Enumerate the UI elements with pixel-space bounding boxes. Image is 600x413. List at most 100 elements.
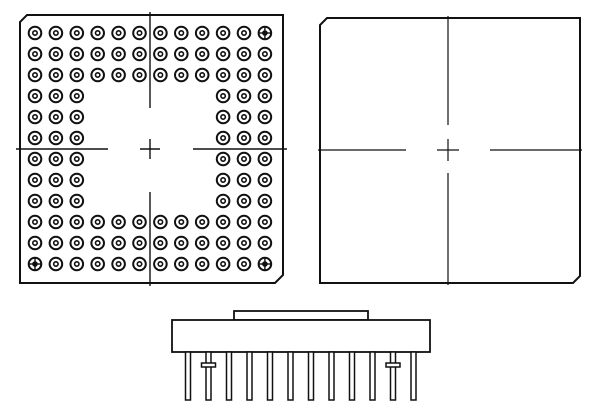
pin-contact — [27, 151, 43, 167]
pin-contact — [111, 214, 126, 230]
keyed-pin — [257, 256, 273, 272]
pin-contact — [257, 151, 273, 167]
pin-contact — [69, 130, 85, 146]
pin-contact — [257, 88, 273, 104]
pin-contact — [48, 235, 64, 251]
pin-contact — [257, 109, 273, 125]
pin-contact — [174, 46, 189, 62]
pin-contact — [174, 25, 189, 41]
pin-contact — [236, 151, 252, 167]
pin-contact — [153, 235, 168, 251]
pin-contact — [90, 214, 105, 230]
pin-contact — [257, 172, 273, 188]
pin-contact — [27, 193, 43, 209]
keyed-pin — [27, 256, 43, 272]
pin-contact — [111, 67, 126, 83]
pin-contact — [111, 25, 126, 41]
pin-contact — [48, 256, 64, 272]
pin-contact — [236, 172, 252, 188]
pin-contact — [132, 67, 147, 83]
lead — [307, 351, 315, 401]
lead — [287, 351, 294, 401]
pin-contact — [257, 193, 273, 209]
pin-contact — [215, 109, 231, 125]
body-side-view — [318, 16, 582, 285]
pin-contact — [215, 25, 231, 41]
pin-contact — [153, 256, 168, 272]
pin-contact — [69, 151, 85, 167]
pin-contact — [27, 25, 43, 41]
pin-contact — [48, 46, 64, 62]
pin-contact — [257, 67, 273, 83]
pin-contact — [27, 46, 43, 62]
standoff — [385, 362, 401, 368]
lead — [225, 351, 233, 401]
pin-contact — [111, 235, 126, 251]
pin-contact — [215, 130, 231, 146]
pin-contact — [27, 172, 43, 188]
pin-contact — [194, 235, 210, 251]
pin-contact — [132, 214, 147, 230]
pin-contact — [48, 109, 64, 125]
pin-contact — [132, 256, 147, 272]
socket-body — [171, 319, 431, 353]
pin-contact — [236, 130, 252, 146]
pin-contact — [27, 235, 43, 251]
pin-contact — [236, 256, 252, 272]
pin-contact — [69, 25, 85, 41]
pin-contact — [257, 46, 273, 62]
pin-contact — [215, 151, 231, 167]
pin-contact — [69, 172, 85, 188]
pin-contact — [69, 193, 85, 209]
pin-contact — [194, 214, 210, 230]
pin-contact — [48, 67, 64, 83]
pin-contact — [90, 256, 105, 272]
pin-contact — [48, 193, 64, 209]
pin-contact — [153, 67, 168, 83]
lead — [410, 351, 417, 401]
pin-contact — [236, 67, 252, 83]
elevation-view — [171, 310, 431, 401]
pin-contact — [236, 193, 252, 209]
socket-leads — [184, 351, 417, 401]
pin-contact — [27, 214, 43, 230]
body-side-outline — [319, 17, 581, 284]
pin-contact — [48, 214, 64, 230]
pin-contact — [174, 235, 189, 251]
pin-contact — [194, 256, 210, 272]
pin-contact — [153, 25, 168, 41]
keyed-pin — [257, 25, 273, 41]
pin-contact — [236, 214, 252, 230]
pin-contact — [27, 130, 43, 146]
pin-contact — [215, 88, 231, 104]
pin-contact — [48, 25, 64, 41]
lead — [184, 351, 192, 401]
pin-contact — [69, 214, 85, 230]
pin-contact — [215, 172, 231, 188]
pin-contact — [69, 67, 85, 83]
pin-contact — [69, 88, 85, 104]
pin-contact — [90, 67, 105, 83]
lead — [266, 351, 274, 401]
lead — [200, 351, 217, 401]
pin-side-centerlines — [16, 12, 287, 286]
pin-contact — [90, 25, 105, 41]
socket-lid — [233, 310, 369, 321]
lead — [385, 351, 401, 401]
pin-contact — [236, 235, 252, 251]
pin-contact — [174, 67, 189, 83]
pin-contact — [153, 46, 168, 62]
lead — [328, 351, 335, 401]
standoff — [200, 362, 217, 368]
pin-contact — [194, 67, 210, 83]
pin-side-view — [16, 12, 287, 286]
pin-contact — [27, 67, 43, 83]
pin-contact — [236, 109, 252, 125]
pin-contact — [215, 256, 231, 272]
pin-contact — [215, 67, 231, 83]
pin-contact — [27, 88, 43, 104]
pin-contact — [194, 46, 210, 62]
pin-contact — [69, 256, 85, 272]
lead — [369, 351, 376, 401]
pin-contact — [257, 235, 273, 251]
